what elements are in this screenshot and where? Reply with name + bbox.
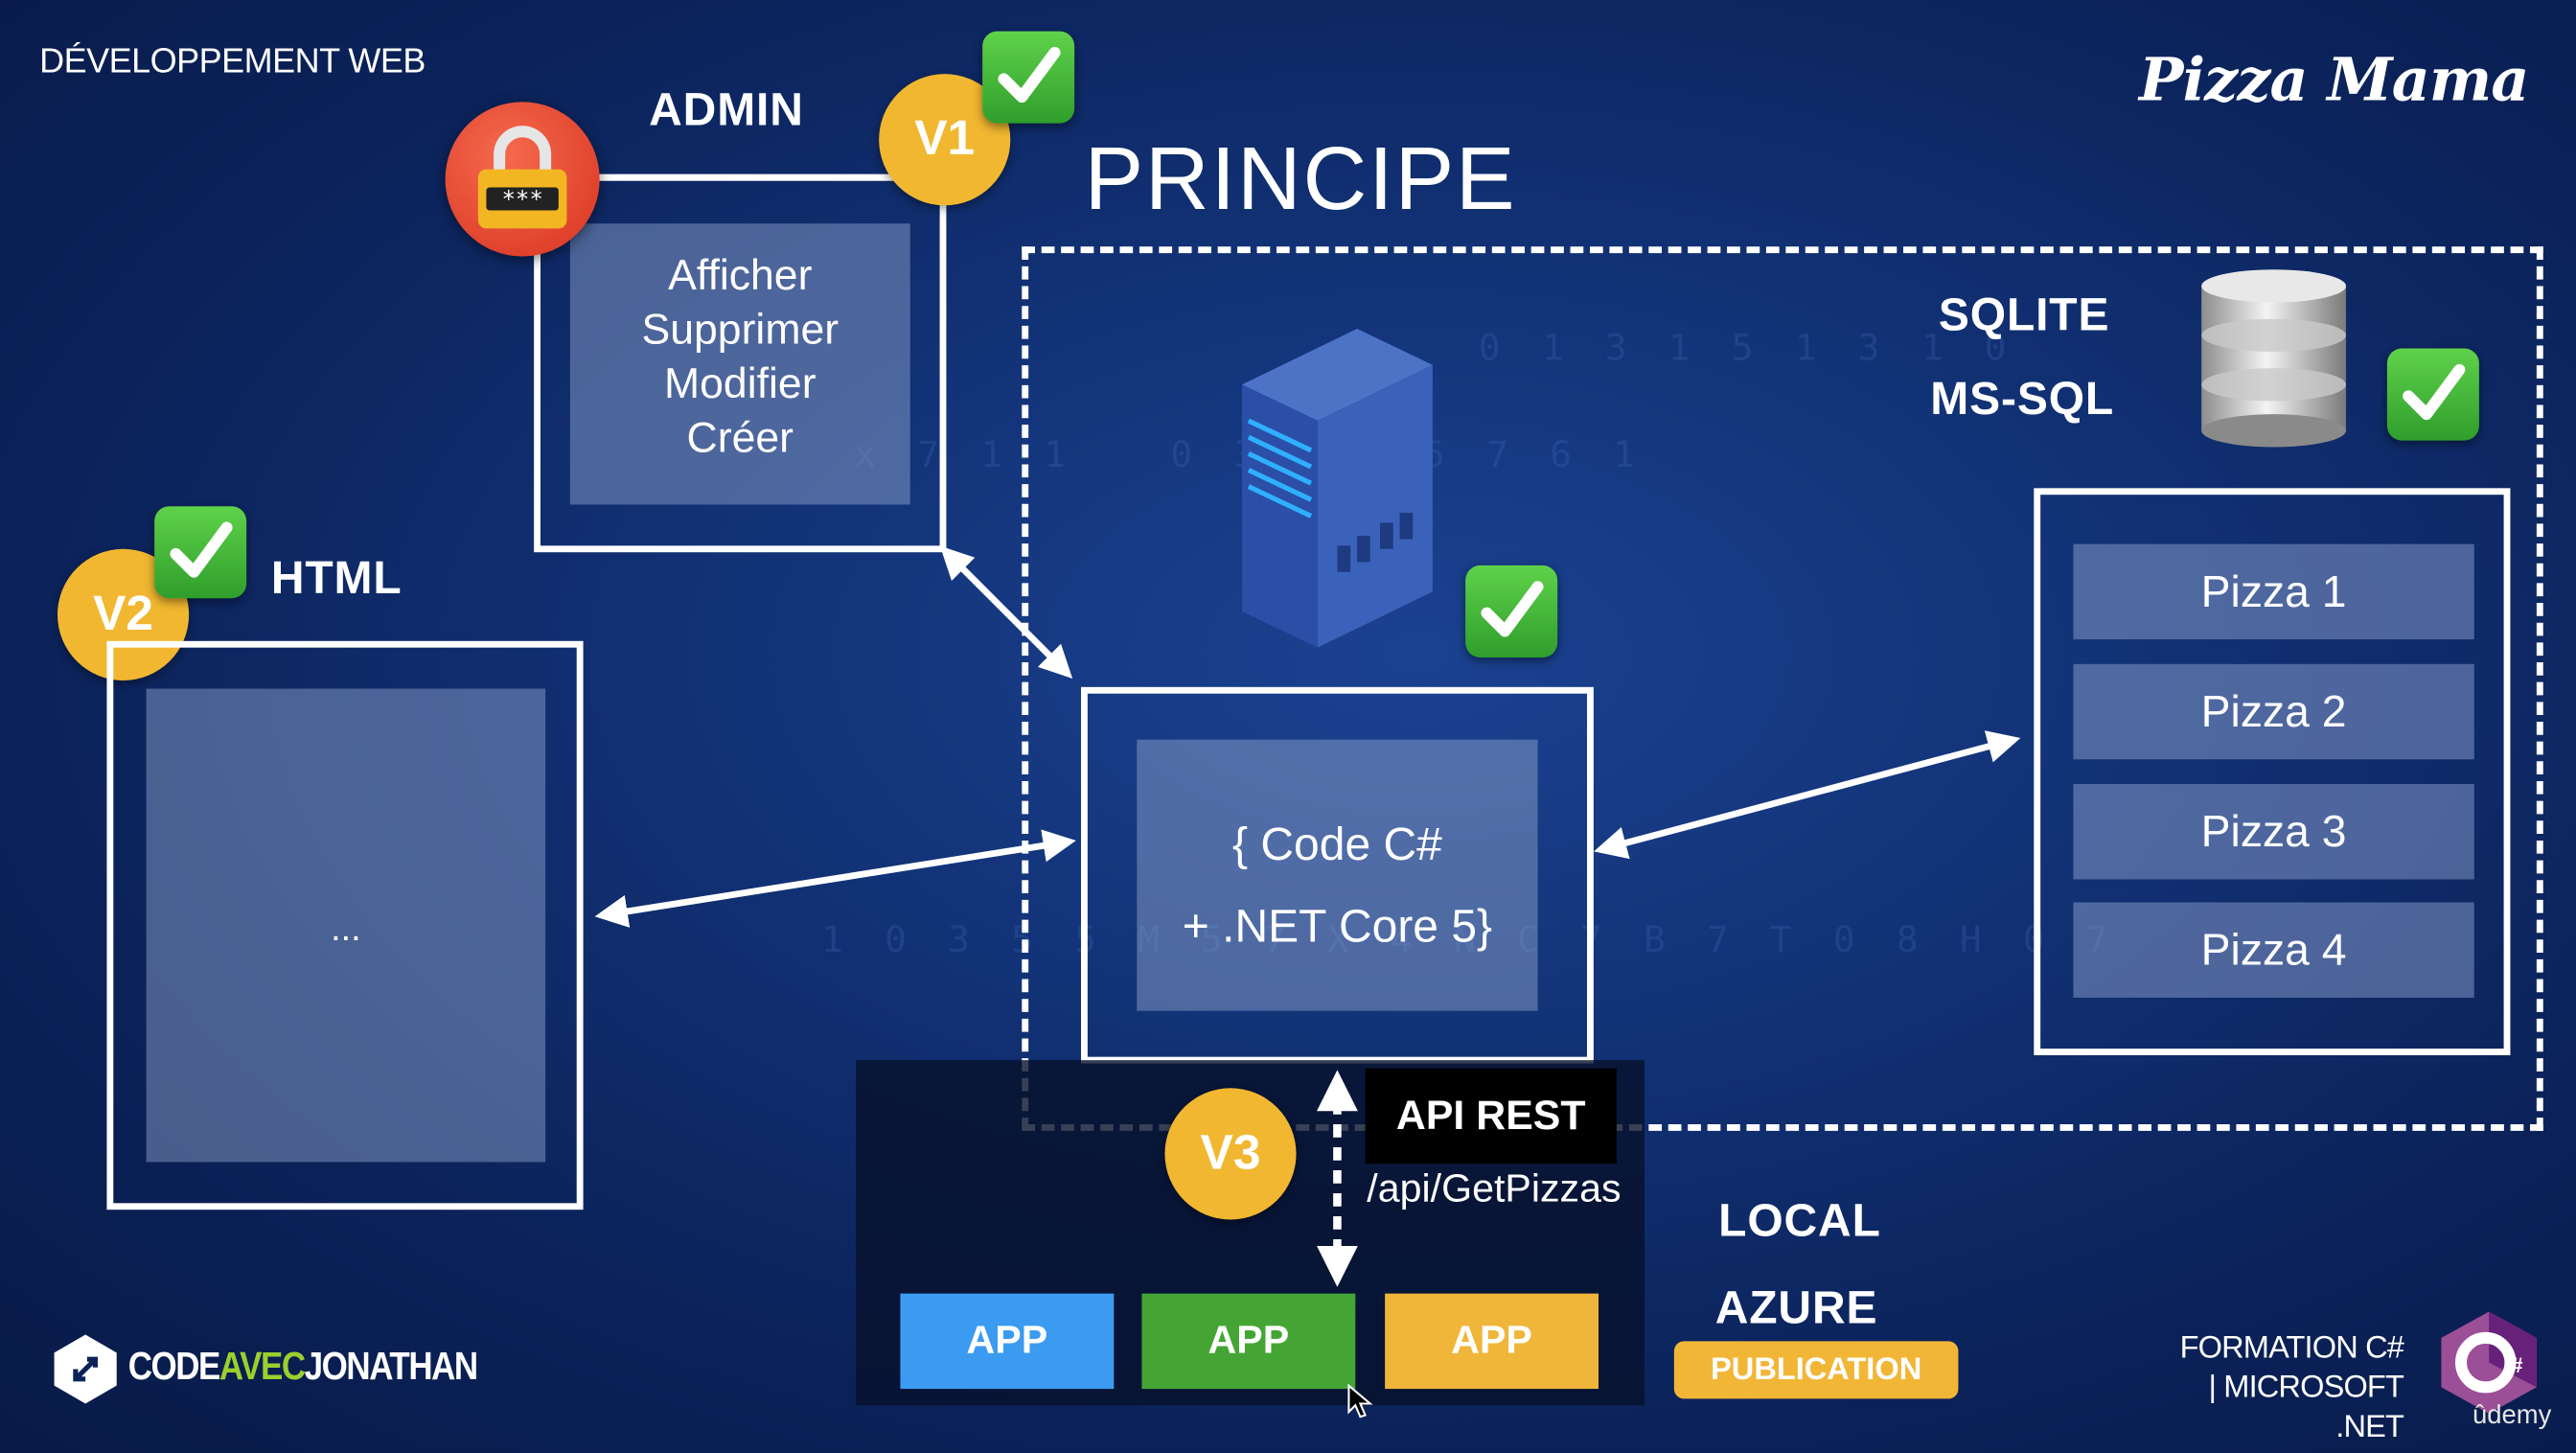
lock-code: *** [501,186,542,213]
server-zone [1022,246,2543,1131]
admin-actions-panel [569,223,910,505]
check-icon [154,506,247,599]
admin-label: ADMIN [649,83,804,135]
mssql-label: MS-SQL [1930,373,2115,425]
admin-action: Créer [686,412,794,462]
html-panel [146,688,546,1163]
check-icon [982,31,1075,124]
arrow-html-server [594,829,1076,928]
api-endpoint: /api/GetPizzas [1367,1166,1622,1211]
codeavecjonathan-logo-text: CODEAVECJONATHAN [127,1344,479,1391]
logo-part: JONATHAN [304,1344,479,1390]
v3-badge: V3 [1164,1088,1297,1220]
logo-part: CODE [127,1344,221,1390]
code-text: { Code C# + .NET Core 5} [1137,804,1537,968]
sqlite-label: SQLITE [1938,288,2110,340]
admin-action: Afficher [668,249,813,300]
pizza-item: Pizza 1 [2073,543,2474,640]
pizza-item: Pizza 2 [2073,663,2474,760]
lock-icon: *** [445,102,600,257]
mouse-cursor-icon [1347,1383,1373,1428]
csharp-logo-icon: # [2438,1310,2540,1423]
local-label: LOCAL [1718,1194,1881,1246]
database-box [2034,488,2511,1055]
code-line: { Code C# [1232,819,1442,870]
server-icon [1235,328,1439,659]
check-icon [2386,348,2479,441]
app-button-yellow[interactable]: APP [1385,1293,1599,1390]
admin-action: Supprimer [641,304,840,354]
code-line: + .NET Core 5} [1182,900,1493,952]
publication-badge: PUBLICATION [1673,1341,1959,1399]
azure-label: AZURE [1714,1281,1878,1333]
udemy-logo: ûdemy [2472,1401,2552,1430]
formation-line: FORMATION C# [2179,1331,2404,1367]
course-title: DÉVELOPPEMENT WEB [39,42,426,81]
codeavecjonathan-logo-icon [53,1333,119,1414]
api-rest-label: API REST [1365,1068,1617,1165]
pizza-item: Pizza 4 [2073,902,2474,998]
background-glyphs: 0 1 3 1 5 1 3 1 0 [1478,328,2016,370]
svg-text:#: # [2511,1353,2523,1377]
formation-label: FORMATION C# | MICROSOFT .NET [2136,1329,2404,1447]
pizza-item: Pizza 3 [2073,784,2474,880]
brand-logo: Pizza Mama [2139,46,2529,116]
html-content: ... [331,907,361,949]
admin-actions: Afficher Supprimer Modifier Créer [570,248,910,465]
app-button-blue[interactable]: APP [900,1293,1115,1390]
html-label: HTML [270,552,402,604]
html-box [106,640,584,1211]
formation-line: | MICROSOFT .NET [2208,1371,2404,1445]
code-panel [1137,739,1538,1011]
arrow-server-database [1594,730,2021,860]
logo-part: AVEC [218,1344,306,1390]
check-icon [1465,565,1558,657]
admin-box [534,173,947,553]
diagram-title: PRINCIPE [1084,129,1517,229]
arrow-admin-server [939,545,1073,679]
admin-action: Modifier [664,357,816,408]
database-icon [2195,266,2353,459]
app-button-green[interactable]: APP [1141,1293,1356,1390]
